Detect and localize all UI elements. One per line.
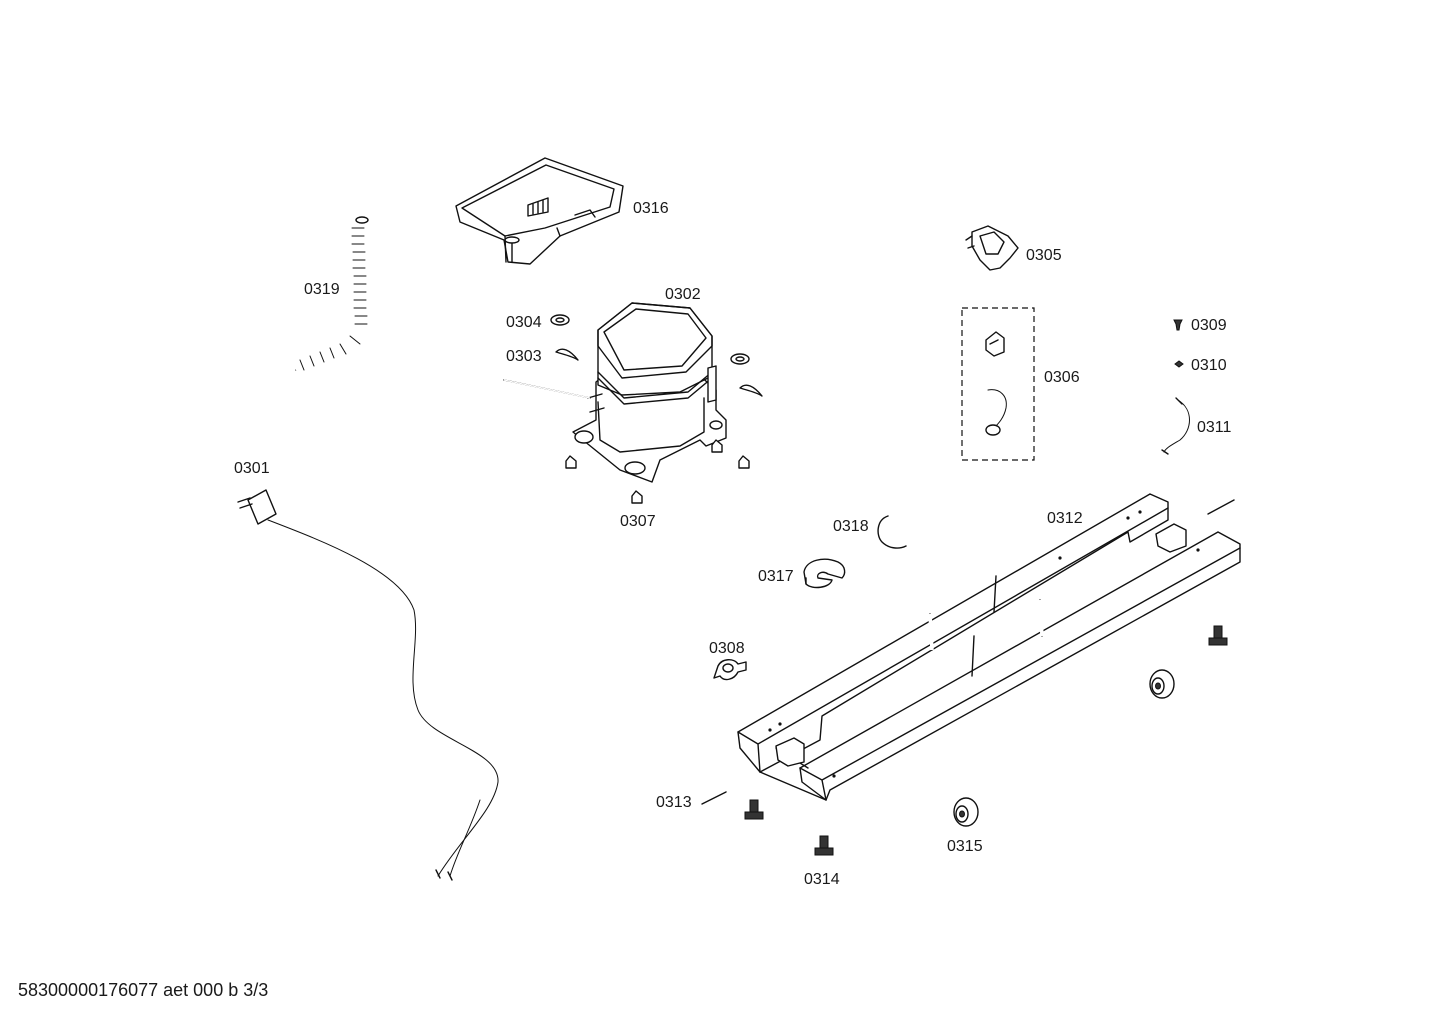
electrical-kit-0306[interactable] xyxy=(961,307,1035,461)
drawing-id-footer: 58300000176077 aet 000 b 3/3 xyxy=(18,980,269,1000)
base-frame-0312[interactable] xyxy=(737,493,1241,801)
compressor-0302[interactable] xyxy=(503,302,727,483)
label-0316: 0316 xyxy=(633,200,669,217)
snap-ring-0318[interactable] xyxy=(877,515,907,549)
label-0315: 0315 xyxy=(947,838,983,855)
washer-0304[interactable] xyxy=(550,314,750,365)
label-0314: 0314 xyxy=(804,871,840,888)
bushing-0317[interactable] xyxy=(803,558,846,589)
relay-0305[interactable] xyxy=(965,225,1019,271)
screw-0309[interactable] xyxy=(1173,319,1183,331)
rivet-0310[interactable] xyxy=(1174,360,1184,368)
label-0308: 0308 xyxy=(709,640,745,657)
bolt-0314[interactable] xyxy=(744,625,1228,856)
nut-0307[interactable] xyxy=(565,439,750,504)
pin-0313[interactable] xyxy=(701,499,1235,805)
pipe-clamp-0308[interactable] xyxy=(713,659,747,681)
roller-0315[interactable] xyxy=(953,669,1175,827)
label-0317: 0317 xyxy=(758,568,794,585)
cable-0311[interactable] xyxy=(1161,397,1190,455)
label-0310: 0310 xyxy=(1191,357,1227,374)
label-0312: 0312 xyxy=(1047,510,1083,527)
label-0309: 0309 xyxy=(1191,317,1227,334)
label-0301: 0301 xyxy=(234,460,270,477)
label-0319: 0319 xyxy=(304,281,340,298)
label-0304: 0304 xyxy=(506,314,542,331)
label-0318: 0318 xyxy=(833,518,869,535)
clip-0303[interactable] xyxy=(555,348,763,397)
label-0306: 0306 xyxy=(1044,369,1080,386)
label-0302: 0302 xyxy=(665,286,701,303)
label-0303: 0303 xyxy=(506,348,542,365)
label-0305: 0305 xyxy=(1026,247,1062,264)
label-0313: 0313 xyxy=(656,794,692,811)
label-0311: 0311 xyxy=(1197,419,1232,436)
label-0307: 0307 xyxy=(620,513,656,530)
drain-hose-0319[interactable] xyxy=(294,216,369,373)
drip-tray-0316[interactable] xyxy=(455,157,624,265)
power-cord-0301[interactable] xyxy=(237,489,499,881)
